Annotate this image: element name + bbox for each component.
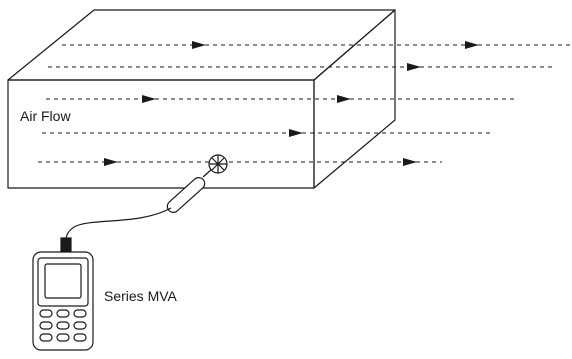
probe-neck: [202, 168, 213, 178]
meter-key: [73, 333, 87, 342]
meter-key: [39, 333, 53, 342]
meter-key: [73, 309, 87, 318]
meter-display: [44, 263, 82, 299]
meter-key: [39, 309, 53, 318]
handheld-meter-icon: [32, 237, 94, 351]
series-mva-label: Series MVA: [104, 288, 177, 304]
meter-key: [73, 321, 87, 330]
meter-key: [56, 333, 70, 342]
probe-handle: [166, 177, 206, 213]
flow-streamlines: [38, 41, 570, 166]
meter-key: [56, 321, 70, 330]
meter-key: [56, 309, 70, 318]
meter-connector: [60, 237, 72, 253]
meter-key: [39, 321, 53, 330]
meter-keypad: [39, 309, 87, 342]
air-flow-label: Air Flow: [20, 108, 71, 124]
probe-vane-blades: [209, 155, 227, 173]
duct-side-face: [313, 9, 396, 189]
duct-front-face: [7, 79, 315, 189]
duct-box: [7, 9, 396, 189]
vane-anemometer-probe-icon: [166, 154, 228, 213]
probe-cable: [65, 207, 172, 241]
